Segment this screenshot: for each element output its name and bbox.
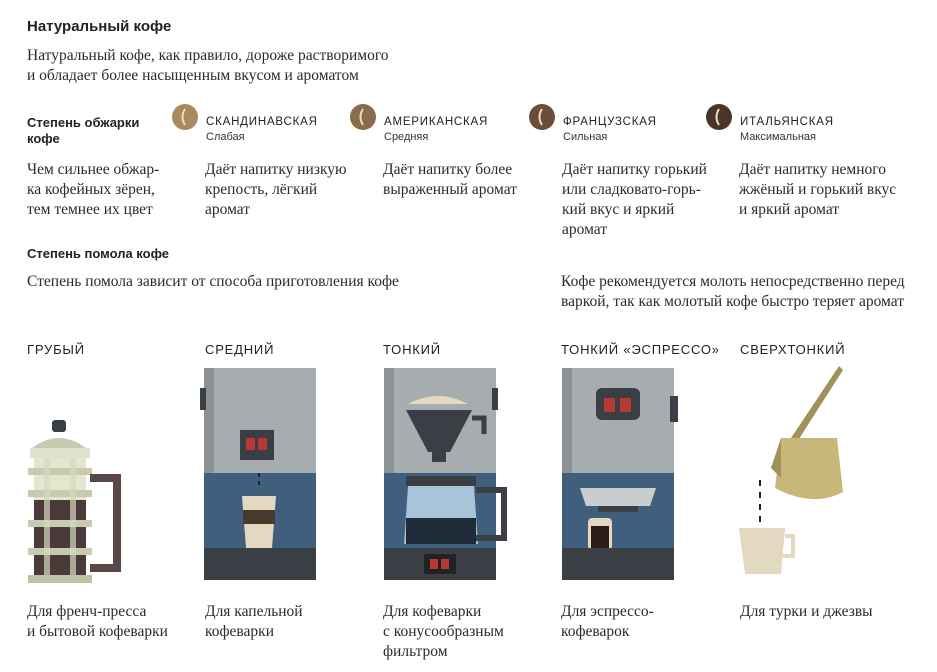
- espresso-machine-icon: [562, 368, 678, 580]
- grind-use-espresso: Для эспрессо-кофеварок: [561, 603, 654, 640]
- roast-level-name: ФРАНЦУЗСКАЯ: [563, 116, 657, 128]
- grind-name-coarse: ГРУБЫЙ: [27, 342, 85, 357]
- roast-level-strength: Средняя: [384, 131, 429, 143]
- roast-level-name: АМЕРИКАНСКАЯ: [384, 116, 489, 128]
- grind-name-extra-fine: СВЕРХТОНКИЙ: [740, 342, 846, 357]
- page-title: Натуральный кофе: [27, 18, 172, 35]
- grind-tip: Кофе рекомендуется молоть непосредственн…: [561, 273, 905, 310]
- cone-filter-coffee-maker-icon: [384, 368, 507, 580]
- roast-level-strength: Максимальная: [740, 131, 816, 143]
- intro-text: Натуральный кофе, как правило, дороже ра…: [27, 47, 389, 84]
- roast-note: Чем сильнее обжар-ка кофейных зёрен,тем …: [27, 161, 160, 218]
- french-press-icon: [28, 420, 121, 583]
- coffee-bean-icon: [529, 104, 555, 130]
- roast-level-strength: Слабая: [206, 131, 245, 143]
- coffee-bean-icon: [706, 104, 732, 130]
- roast-level-name: ИТАЛЬЯНСКАЯ: [740, 116, 834, 128]
- grind-note: Степень помола зависит от способа пригот…: [27, 273, 399, 290]
- grind-use-extra-fine: Для турки и джезвы: [740, 603, 873, 620]
- coffee-bean-icon: [350, 104, 376, 130]
- grind-heading: Степень помола кофе: [27, 246, 170, 261]
- roast-level-name: СКАНДИНАВСКАЯ: [206, 116, 318, 128]
- cezve-icon: [739, 366, 843, 574]
- roast-level-strength: Сильная: [563, 131, 608, 143]
- drip-coffee-maker-icon: [200, 368, 316, 580]
- grind-name-medium: СРЕДНИЙ: [205, 342, 275, 357]
- grind-name-espresso: ТОНКИЙ «ЭСПРЕССО»: [561, 342, 720, 357]
- grind-name-fine: ТОНКИЙ: [383, 342, 441, 357]
- coffee-bean-icon: [172, 104, 198, 130]
